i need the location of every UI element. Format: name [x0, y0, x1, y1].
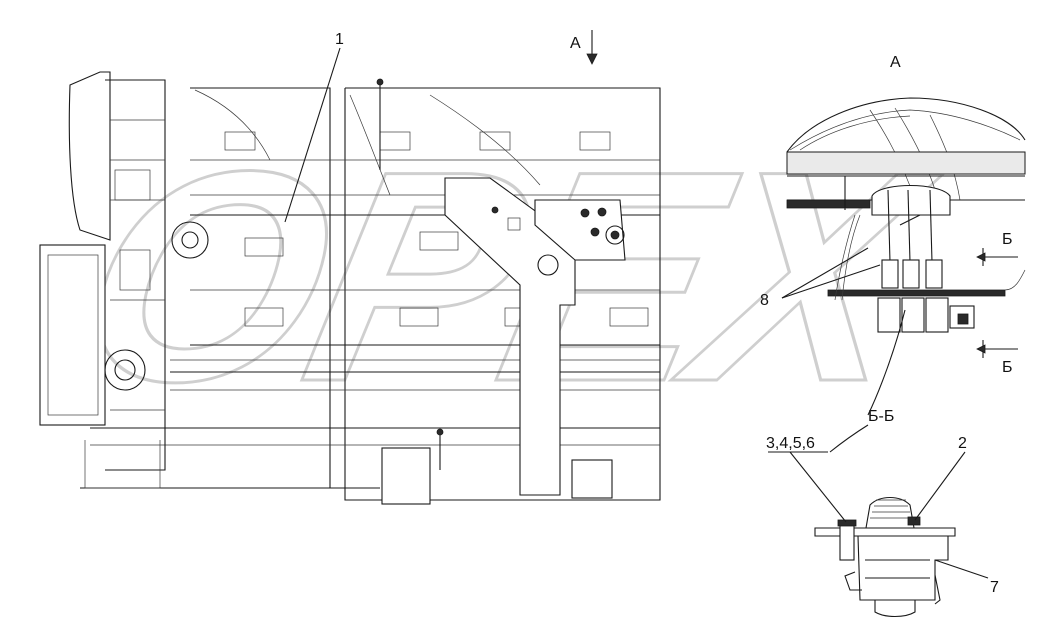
view-a-arrow-label: А [570, 35, 581, 52]
section-mark-top [976, 248, 1018, 266]
callout-7: 7 [990, 579, 999, 596]
section-connector [867, 309, 906, 416]
callout-8: 8 [760, 292, 769, 309]
callout-3456: 3,4,5,6 [766, 435, 815, 452]
leader-8a [781, 247, 869, 299]
detail-view-a [786, 97, 1026, 333]
section-connector-2 [829, 424, 869, 453]
section-bb [814, 496, 956, 618]
view-a-title: А [890, 54, 901, 71]
leader-1 [284, 47, 341, 223]
leader-3456 [789, 451, 847, 523]
section-mark-bottom [976, 340, 1018, 358]
view-a-arrow [586, 30, 598, 65]
leader-8b [781, 264, 881, 299]
callout-2: 2 [958, 435, 967, 452]
callout-1: 1 [335, 31, 344, 48]
section-title: Б-Б [868, 408, 894, 425]
main-assembly [39, 71, 661, 505]
leader-7 [934, 559, 989, 579]
section-mark-top-label: Б [1002, 231, 1013, 248]
section-mark-bottom-label: Б [1002, 359, 1013, 376]
leader-2 [914, 451, 966, 521]
